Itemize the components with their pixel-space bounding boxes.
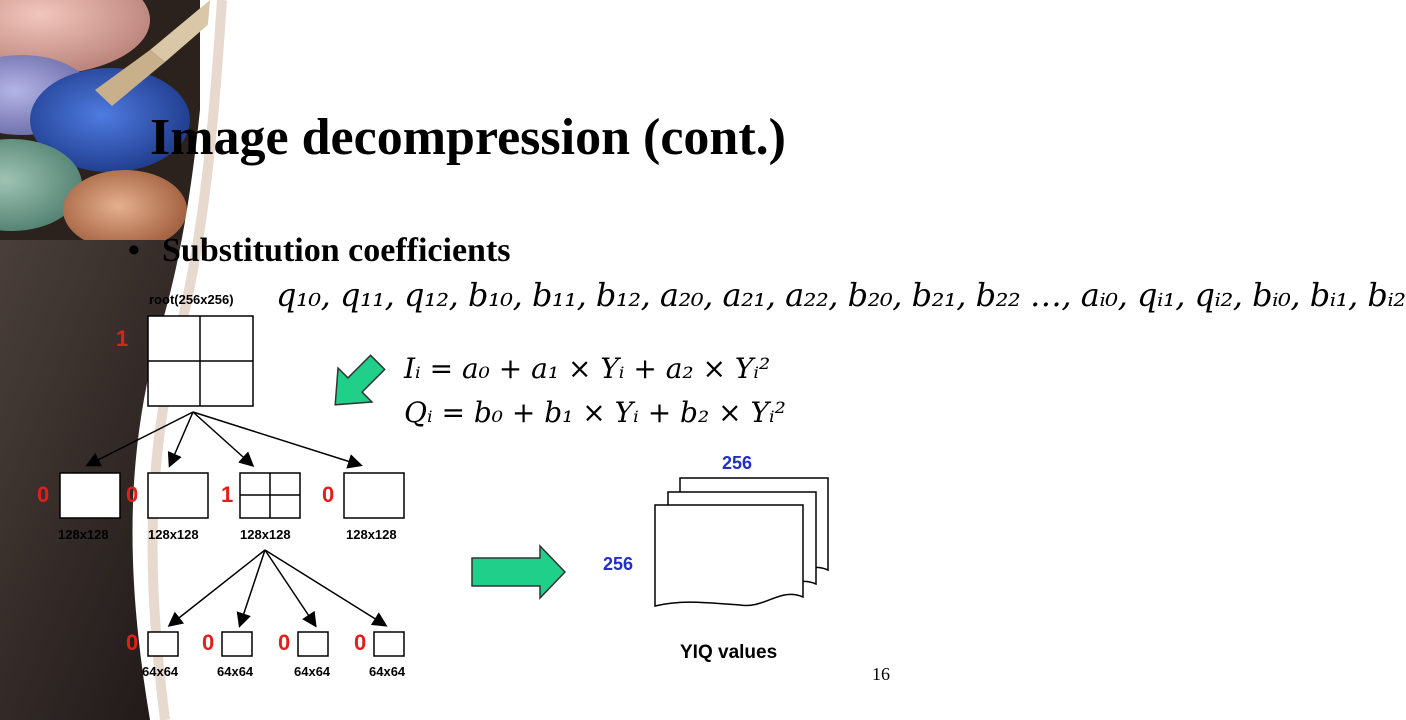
level1-size-3: 128x128	[240, 527, 291, 542]
level1-node-3	[239, 472, 301, 519]
level1-flag-4: 0	[322, 482, 335, 507]
bullet-substitution: • Substitution coefficients	[128, 232, 511, 270]
level1-size-2: 128x128	[148, 527, 199, 542]
coefficient-sequence: q₁₀, q₁₁, q₁₂, b₁₀, b₁₁, b₁₂, a₂₀, a₂₁, …	[276, 276, 1406, 314]
equation-i: Iᵢ = a₀ + a₁ × Yᵢ + a₂ × Yᵢ²	[404, 352, 771, 385]
level1-flag-3: 1	[221, 482, 234, 507]
level1-node-2	[147, 472, 209, 519]
root-edges	[85, 411, 363, 469]
level1-flag-1: 0	[37, 482, 50, 507]
root-flag: 1	[116, 326, 129, 351]
level2-node-3	[297, 631, 329, 657]
level1-node-4	[343, 472, 405, 519]
level2-flag-1: 0	[126, 630, 139, 655]
level2-size-4: 64x64	[369, 664, 406, 679]
bullet-text: Substitution coefficients	[162, 232, 511, 269]
page-number: 16	[872, 664, 890, 684]
output-width-label: 256	[722, 453, 753, 473]
level1-flag-2: 0	[126, 482, 139, 507]
level2-flag-3: 0	[278, 630, 291, 655]
equation-q: Qᵢ = b₀ + b₁ × Yᵢ + b₂ × Yᵢ²	[404, 396, 786, 429]
bullet-dot: •	[128, 232, 140, 269]
right-arrow-icon	[471, 544, 567, 600]
yiq-pages-icon	[654, 477, 829, 607]
down-arrow-icon	[334, 354, 386, 406]
root-size-label: root(256x256)	[149, 292, 234, 307]
yiq-caption: YIQ values	[680, 642, 778, 663]
level2-node-4	[373, 631, 405, 657]
root-node	[147, 315, 254, 407]
level2-node-1	[147, 631, 179, 657]
level2-node-2	[221, 631, 253, 657]
output-height-label: 256	[603, 554, 634, 574]
level1-node-1	[59, 472, 121, 519]
level1-size-4: 128x128	[346, 527, 397, 542]
level1-size-1: 128x128	[58, 527, 109, 542]
level2-flag-4: 0	[354, 630, 367, 655]
level2-size-2: 64x64	[217, 664, 254, 679]
level2-edges	[167, 549, 388, 628]
slide-title: Image decompression (cont.)	[150, 109, 786, 166]
level2-size-3: 64x64	[294, 664, 331, 679]
level2-size-1: 64x64	[142, 664, 179, 679]
quadtree-diagram	[59, 315, 829, 657]
level2-flag-2: 0	[202, 630, 215, 655]
